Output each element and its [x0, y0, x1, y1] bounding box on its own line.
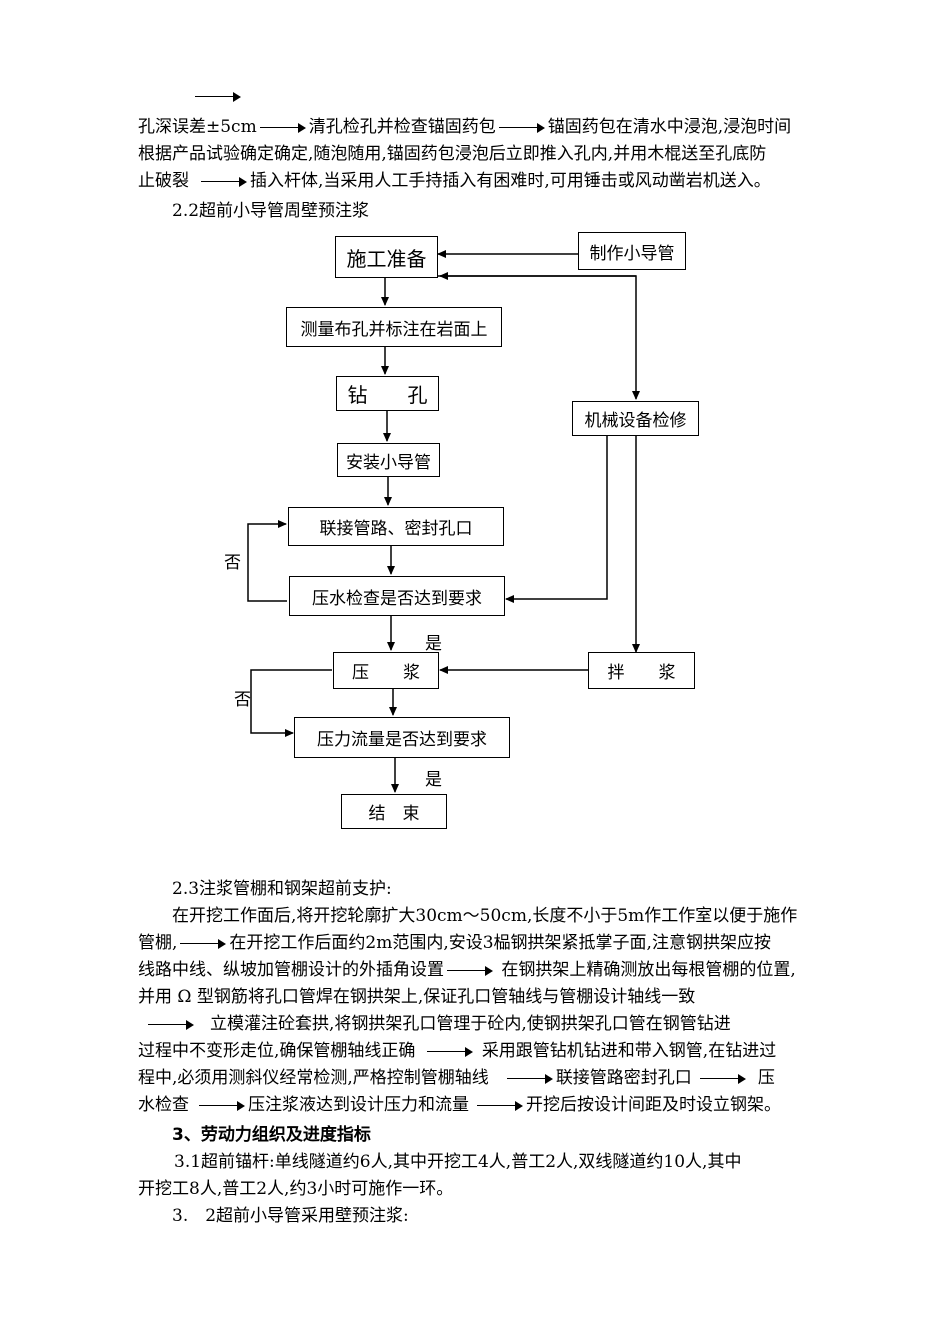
body-line: 开挖工8人,普工2人,约3小时可施作一环。 [138, 1179, 454, 1199]
intro-line-2: 根据产品试验确定确定,随泡随用,锚固药包浸泡后立即推入孔内,并用木棍送至孔底防 [138, 144, 767, 164]
arrow-right-icon [201, 176, 247, 187]
body-text: 在钢拱架上精确测放出每根管棚的位置, [501, 960, 796, 980]
arrow-right-icon [180, 938, 227, 949]
body-line: 立模灌注砼套拱,将钢拱架孔口管理于砼内,使钢拱架孔口管在钢管钻进 [138, 1011, 862, 1038]
body-text: 联接管路密封孔口 [555, 1068, 692, 1088]
label-no-1: 否 [224, 553, 241, 573]
body-text: 管棚, [138, 933, 178, 953]
body-text: 水检查 [138, 1095, 189, 1115]
body-text: 采用跟管钻机钻进和带入钢管,在钻进过 [481, 1041, 777, 1061]
arrow-right-icon [477, 1100, 523, 1111]
box-survey: 测量布孔并标注在岩面上 [286, 307, 502, 347]
body-text: 压 [757, 1068, 775, 1088]
body-line: 水检查 压注浆液达到设计压力和流量 开挖后按设计间距及时设立钢架。 [138, 1092, 862, 1119]
arrow-right-icon [199, 1100, 245, 1111]
label-yes-1: 是 [425, 634, 442, 654]
intro-line-1: 孔深误差±5cm 清孔检孔并检查锚固药包 锚固药包在清水中浸泡,浸泡时间 [138, 114, 862, 141]
arrow-right-icon [427, 1046, 474, 1057]
box-equipment-repair: 机械设备检修 [572, 401, 699, 436]
arrow-right-icon [447, 965, 493, 976]
arrow-right-icon [699, 1073, 746, 1084]
label-no-2: 否 [234, 690, 251, 710]
intro-text: 孔深误差±5cm [138, 117, 257, 137]
intro-text: 止破裂 [138, 171, 189, 191]
intro-text: 插入杆体,当采用人工手持插入有困难时,可用锤击或风动凿岩机送入。 [250, 171, 771, 191]
body-line: 3.1超前锚杆:单线隧道约6人,其中开挖工4人,普工2人,双线隧道约10人,其中 [174, 1152, 742, 1172]
box-make-pipe: 制作小导管 [578, 232, 686, 270]
intro-text: 清孔检孔并检查锚固药包 [308, 117, 496, 137]
body-2-3: 在开挖工作面后,将开挖轮廓扩大30cm～50cm,长度不小于5m作工作室以便于施… [138, 903, 862, 1119]
box-mixing: 拌 浆 [588, 652, 695, 689]
box-connect-seal: 联接管路、密封孔口 [288, 507, 504, 546]
intro-line-3: 止破裂 插入杆体,当采用人工手持插入有困难时,可用锤击或风动凿岩机送入。 [138, 168, 862, 195]
body-text: 立模灌注砼套拱,将钢拱架孔口管理于砼内,使钢拱架孔口管在钢管钻进 [210, 1014, 731, 1034]
body-line: 过程中不变形走位,确保管棚轴线正确 采用跟管钻机钻进和带入钢管,在钻进过 [138, 1038, 862, 1065]
body-line: 并用 Ω 型钢筋将孔口管焊在钢拱架上,保证孔口管轴线与管棚设计轴线一致 [138, 987, 696, 1007]
box-drill: 钻 孔 [336, 376, 439, 411]
arrow-right-icon [259, 122, 306, 133]
body-text: 程中,必须用测斜仪经常检测,严格控制管棚轴线 [138, 1068, 489, 1088]
intro-paragraph: 孔深误差±5cm 清孔检孔并检查锚固药包 锚固药包在清水中浸泡,浸泡时间 根据产品试… [138, 114, 862, 195]
body-line: 程中,必须用测斜仪经常检测,严格控制管棚轴线 联接管路密封孔口 压 [138, 1065, 862, 1092]
box-pressure-check: 压力流量是否达到要求 [294, 717, 510, 758]
body-3-1: 3.1超前锚杆:单线隧道约6人,其中开挖工4人,普工2人,双线隧道约10人,其中… [138, 1149, 862, 1203]
body-text: 压注浆液达到设计压力和流量 [248, 1095, 469, 1115]
arrow-right-icon [148, 1019, 194, 1030]
section-heading-2-2: 2.2超前小导管周壁预注浆 [172, 201, 370, 221]
body-line: 在开挖工作面后,将开挖轮廓扩大30cm～50cm,长度不小于5m作工作室以便于施… [172, 906, 798, 926]
body-line: 线路中线、纵坡加管棚设计的外插角设置 在钢拱架上精确测放出每根管棚的位置, [138, 957, 862, 984]
flow-arrow [250, 669, 332, 737]
section-heading-3: 3、劳动力组织及进度指标 [172, 1125, 371, 1145]
arrow-right-icon [506, 1073, 553, 1084]
box-install-pipe: 安装小导管 [337, 443, 440, 477]
box-grouting: 压 浆 [333, 652, 439, 689]
body-text: 线路中线、纵坡加管棚设计的外插角设置 [138, 960, 444, 980]
section-heading-2-3: 2.3注浆管棚和钢架超前支护: [172, 879, 392, 899]
flow-arrow [247, 520, 287, 602]
intro-text: 锚固药包在清水中浸泡,浸泡时间 [547, 117, 792, 137]
arrow-right-icon [195, 92, 241, 102]
body-text: 在开挖工作后面约2m范围内,安设3榀钢拱架紧抵掌子面,注意钢拱架应按 [229, 933, 771, 953]
body-text: 过程中不变形走位,确保管棚轴线正确 [138, 1041, 416, 1061]
body-line: 管棚, 在开挖工作后面约2m范围内,安设3榀钢拱架紧抵掌子面,注意钢拱架应按 [138, 930, 862, 957]
box-water-test: 压水检查是否达到要求 [289, 576, 505, 616]
box-construction-prep: 施工准备 [335, 236, 438, 278]
flowchart-connectors [247, 250, 640, 793]
arrow-right-icon [498, 122, 545, 133]
flow-arrow [505, 436, 608, 603]
body-text: 开挖后按设计间距及时设立钢架。 [526, 1095, 781, 1115]
section-heading-3-2: 3. 2超前小导管采用壁预注浆: [172, 1206, 409, 1226]
box-end: 结 束 [341, 794, 447, 829]
label-yes-2: 是 [425, 770, 442, 790]
